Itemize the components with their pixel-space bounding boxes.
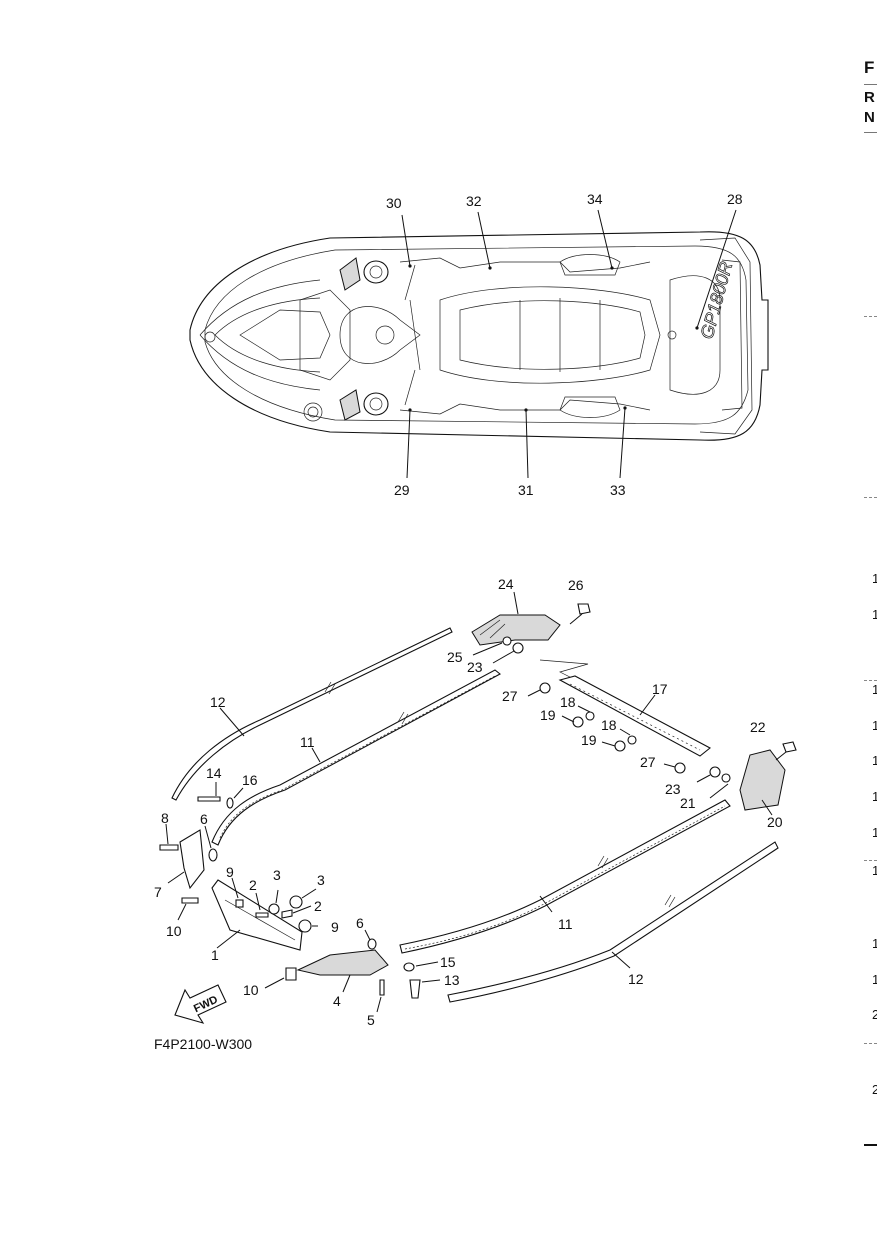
- margin-number: 1: [872, 607, 877, 622]
- margin-divider: [864, 1043, 877, 1044]
- callout-2b: 2: [314, 898, 322, 914]
- callout-26: 26: [568, 577, 584, 593]
- figure-code: F4P2100-W300: [154, 1036, 253, 1052]
- callout-23a: 23: [467, 659, 483, 675]
- callout-19a: 19: [540, 707, 556, 723]
- callout-6a: 6: [200, 811, 208, 827]
- margin-divider: [864, 316, 877, 317]
- fwd-arrow-icon: FWD: [174, 984, 227, 1024]
- callout-10a: 10: [166, 923, 182, 939]
- callout-27b: 27: [640, 754, 656, 770]
- callout-9b: 9: [331, 919, 339, 935]
- margin-letter-r: R: [864, 89, 875, 106]
- margin-number: 2: [872, 1082, 877, 1097]
- callout-12b: 12: [628, 971, 644, 987]
- callout-25: 25: [447, 649, 463, 665]
- callout-24: 24: [498, 576, 514, 592]
- callout-3b: 3: [317, 872, 325, 888]
- margin-number: 1: [872, 936, 877, 951]
- callout-28: 28: [727, 191, 743, 207]
- callout-5: 5: [367, 1012, 375, 1028]
- callout-9a: 9: [226, 864, 234, 880]
- margin-number: 1: [872, 863, 877, 878]
- callout-2a: 2: [249, 877, 257, 893]
- callout-22: 22: [750, 719, 766, 735]
- callout-6b: 6: [356, 915, 364, 931]
- callout-16: 16: [242, 772, 258, 788]
- callout-29: 29: [394, 482, 410, 498]
- callout-34: 34: [587, 191, 603, 207]
- callout-18b: 18: [601, 717, 617, 733]
- margin-rule: [864, 84, 877, 85]
- margin-number: 1: [872, 753, 877, 768]
- callout-11a: 11: [300, 734, 315, 750]
- callout-21: 21: [680, 795, 696, 811]
- callout-23b: 23: [665, 781, 681, 797]
- margin-number: 1: [872, 571, 877, 586]
- callout-30: 30: [386, 195, 402, 211]
- callout-15: 15: [440, 954, 456, 970]
- exploded-view: FWD 24 26 25 23 27 17 18 19 18 19 22 27 …: [154, 576, 797, 1028]
- callout-3a: 3: [273, 867, 281, 883]
- callout-12a: 12: [210, 694, 226, 710]
- watercraft-top-view: GP1800R 30 32 34 28 29 31 33: [189, 191, 769, 498]
- callout-31: 31: [518, 482, 534, 498]
- callout-18a: 18: [560, 694, 576, 710]
- callout-7: 7: [154, 884, 162, 900]
- callout-8: 8: [161, 810, 169, 826]
- margin-divider: [864, 680, 877, 681]
- callout-1: 1: [211, 947, 219, 963]
- callout-14: 14: [206, 765, 222, 781]
- callout-32: 32: [466, 193, 482, 209]
- margin-number: 1: [872, 718, 877, 733]
- callout-13: 13: [444, 972, 460, 988]
- margin-rule: [864, 132, 877, 133]
- margin-letter-n: N: [864, 109, 875, 126]
- margin-number: 1: [872, 789, 877, 804]
- margin-letter-f: F: [864, 58, 875, 77]
- margin-rule: [864, 1144, 877, 1146]
- callout-33: 33: [610, 482, 626, 498]
- callout-10b: 10: [243, 982, 259, 998]
- callout-11b: 11: [558, 916, 573, 932]
- callout-19b: 19: [581, 732, 597, 748]
- margin-number: 2: [872, 1007, 877, 1022]
- margin-divider: [864, 497, 877, 498]
- callout-4: 4: [333, 993, 341, 1009]
- margin-number: 1: [872, 972, 877, 987]
- callout-20: 20: [767, 814, 783, 830]
- margin-number: 1: [872, 682, 877, 697]
- margin-divider: [864, 860, 877, 861]
- margin-number: 1: [872, 825, 877, 840]
- callout-17: 17: [652, 681, 668, 697]
- callout-27a: 27: [502, 688, 518, 704]
